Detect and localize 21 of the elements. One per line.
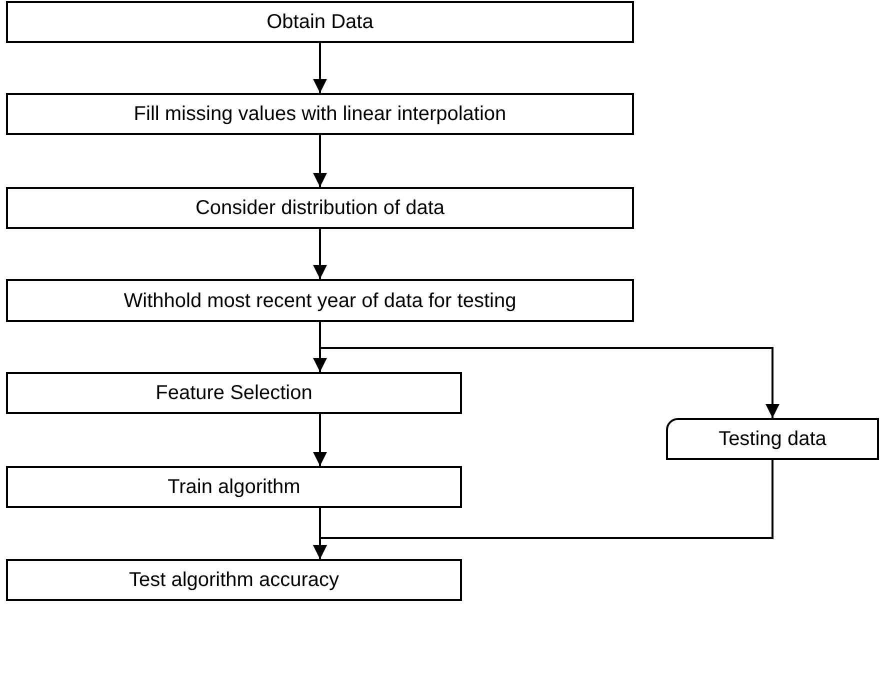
- box-label: Obtain Data: [266, 10, 374, 35]
- arrow: [313, 460, 774, 559]
- process-box: [6, 559, 462, 601]
- box-label: Consider distribution of data: [195, 196, 445, 221]
- box-label: Fill missing values with linear interpolation: [134, 102, 506, 127]
- box-label: Feature Selection: [156, 381, 312, 406]
- box-label: Testing data: [718, 427, 826, 452]
- arrow: [313, 43, 327, 93]
- process-box: [6, 1, 634, 43]
- box-label: Train algorithm: [168, 475, 300, 500]
- box-label: Test algorithm accuracy: [128, 568, 340, 593]
- box-label: Withhold most recent year of data for testing: [124, 288, 516, 314]
- process-box: [6, 93, 634, 135]
- process-box: [6, 466, 462, 508]
- process-box: [6, 279, 634, 322]
- arrow: [313, 414, 327, 466]
- process-box: [6, 187, 634, 229]
- arrow: [313, 229, 327, 279]
- process-box: [6, 372, 462, 414]
- arrow: [313, 135, 327, 187]
- data-box: [666, 418, 879, 460]
